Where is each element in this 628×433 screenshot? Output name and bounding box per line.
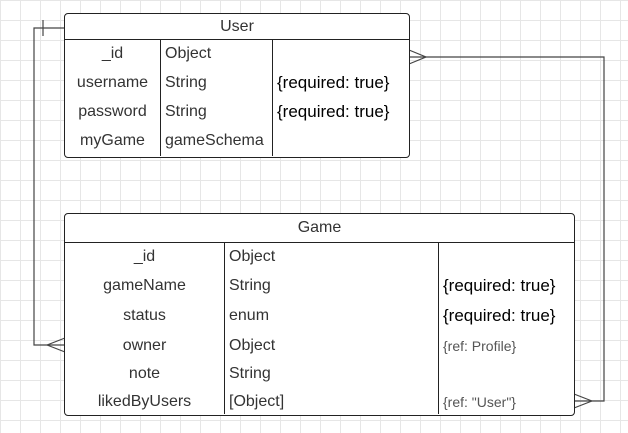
- connector-user-to-game-owner: [33, 27, 65, 346]
- user-entity-title: User: [65, 14, 409, 40]
- field-type: Object: [229, 337, 276, 354]
- field-name: password: [78, 103, 147, 120]
- field-name: owner: [122, 337, 167, 354]
- field-type: String: [165, 103, 207, 120]
- field-type: String: [229, 277, 271, 294]
- field-type: String: [229, 365, 271, 382]
- field-option: {required: true}: [277, 102, 390, 121]
- field-option: {ref: "User"}: [443, 394, 516, 410]
- field-type: gameSchema: [165, 132, 264, 149]
- connector-likedbyusers-to-user: [409, 56, 605, 402]
- field-name: likedByUsers: [97, 393, 192, 410]
- user-entity[interactable]: User _id username password myGame Object…: [64, 13, 410, 158]
- user-entity-body: _id username password myGame Object Stri…: [65, 40, 409, 156]
- field-option: {required: true}: [443, 306, 556, 325]
- option-column: {required: true} {required: true} {ref: …: [438, 243, 574, 414]
- field-type: enum: [229, 307, 270, 324]
- field-option: {required: true}: [443, 276, 556, 295]
- game-entity[interactable]: Game _id gameName status owner note like…: [64, 213, 575, 416]
- crows-foot-marker: [408, 49, 428, 65]
- game-entity-body: _id gameName status owner note likedByUs…: [65, 243, 574, 414]
- field-type: [Object]: [229, 393, 285, 410]
- field-name: _id: [133, 248, 156, 265]
- field-name: gameName: [103, 277, 186, 294]
- field-type: Object: [229, 248, 276, 265]
- field-column: _id gameName status owner note likedByUs…: [65, 243, 224, 414]
- field-column: _id username password myGame: [65, 40, 160, 156]
- field-name: _id: [101, 45, 124, 62]
- field-option: {required: true}: [277, 73, 390, 92]
- field-name: username: [76, 74, 149, 91]
- field-name: myGame: [80, 132, 145, 149]
- type-column: Object String String gameSchema: [160, 40, 272, 156]
- option-column: {required: true} {required: true}: [272, 40, 409, 156]
- field-option: {ref: Profile}: [443, 338, 517, 354]
- field-type: Object: [165, 45, 212, 62]
- crows-foot-marker: [573, 393, 593, 409]
- field-name: note: [128, 365, 161, 382]
- field-type: String: [165, 74, 207, 91]
- type-column: Object String enum Object String [Object…: [224, 243, 438, 414]
- field-name: status: [123, 307, 166, 324]
- crows-foot-marker: [46, 337, 66, 353]
- game-entity-title: Game: [65, 214, 574, 243]
